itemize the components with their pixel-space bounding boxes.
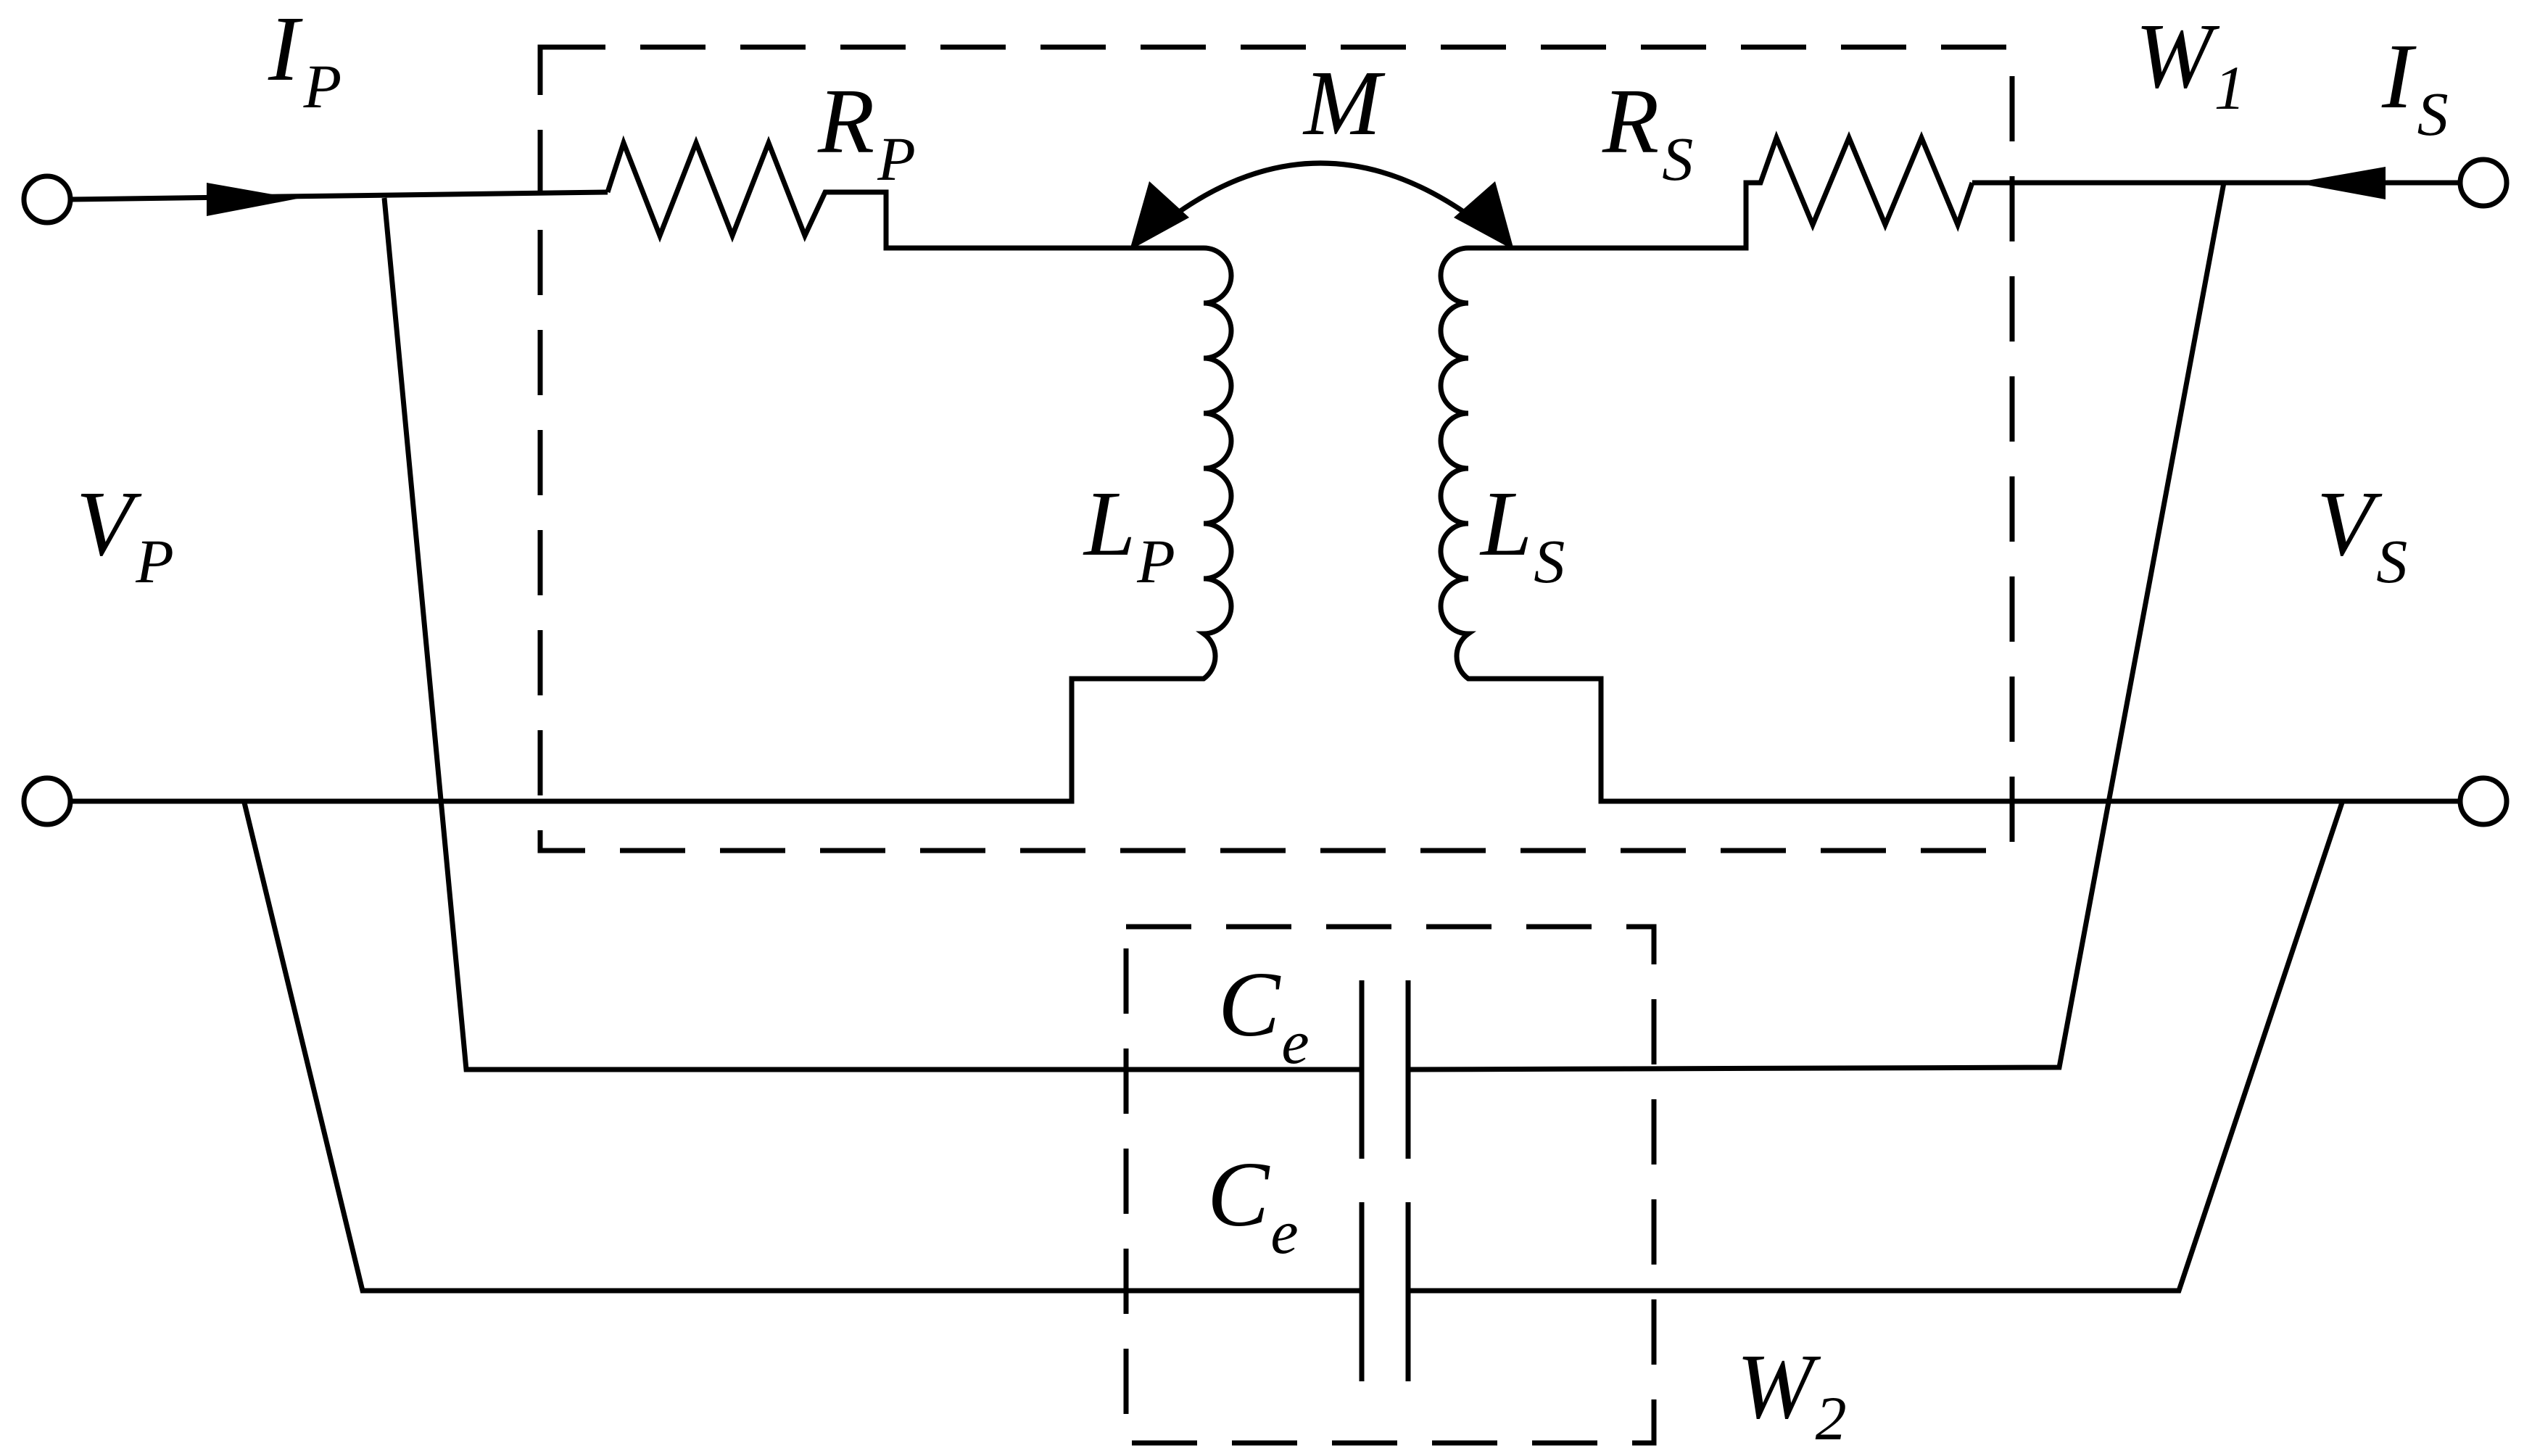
primary-current-arrow [207,183,297,216]
secondary-bottom-terminal [2457,775,2510,827]
label-w2: W2 [1737,1335,1847,1453]
capacitor-ce-lower [1359,1202,1411,1381]
winding-w2-right-wire [1408,801,2345,1294]
secondary-resistor-rs [1510,131,1975,251]
label-rp: RP [817,70,916,194]
mutual-arrow-right [1454,181,1514,250]
label-rs: RS [1602,70,1693,194]
primary-top-wire [70,189,608,202]
capacitor-ce-upper [1359,980,1411,1159]
label-is: IS [2381,25,2449,149]
label-m: M [1302,51,1386,154]
primary-inductor-lp [70,245,1234,804]
winding-w1-right-wire [1407,182,2227,1072]
label-vp: VP [76,472,174,596]
mutual-inductance-arc [1169,160,1474,220]
mutual-arrow-left [1130,181,1189,250]
primary-bottom-terminal [21,775,73,827]
label-ce-upper: Ce [1218,953,1310,1077]
capacitor-dashed-boundary [1123,924,1657,1446]
label-w1: W1 [2135,4,2246,123]
secondary-inductor-ls [1438,245,2460,804]
primary-top-terminal [21,173,73,226]
winding-w2-left-wire [241,802,1362,1294]
secondary-top-terminal [2457,157,2510,209]
secondary-current-arrow [2295,167,2386,199]
transformer-dashed-boundary [537,44,2015,853]
label-vs: VS [2317,472,2407,596]
label-lp: LP [1083,472,1175,596]
label-ls: LS [1479,472,1565,596]
label-ce-lower: Ce [1207,1143,1299,1267]
winding-w1-left-wire [381,197,1362,1072]
label-ip: IP [268,0,342,121]
primary-resistor-rp [605,135,1131,251]
